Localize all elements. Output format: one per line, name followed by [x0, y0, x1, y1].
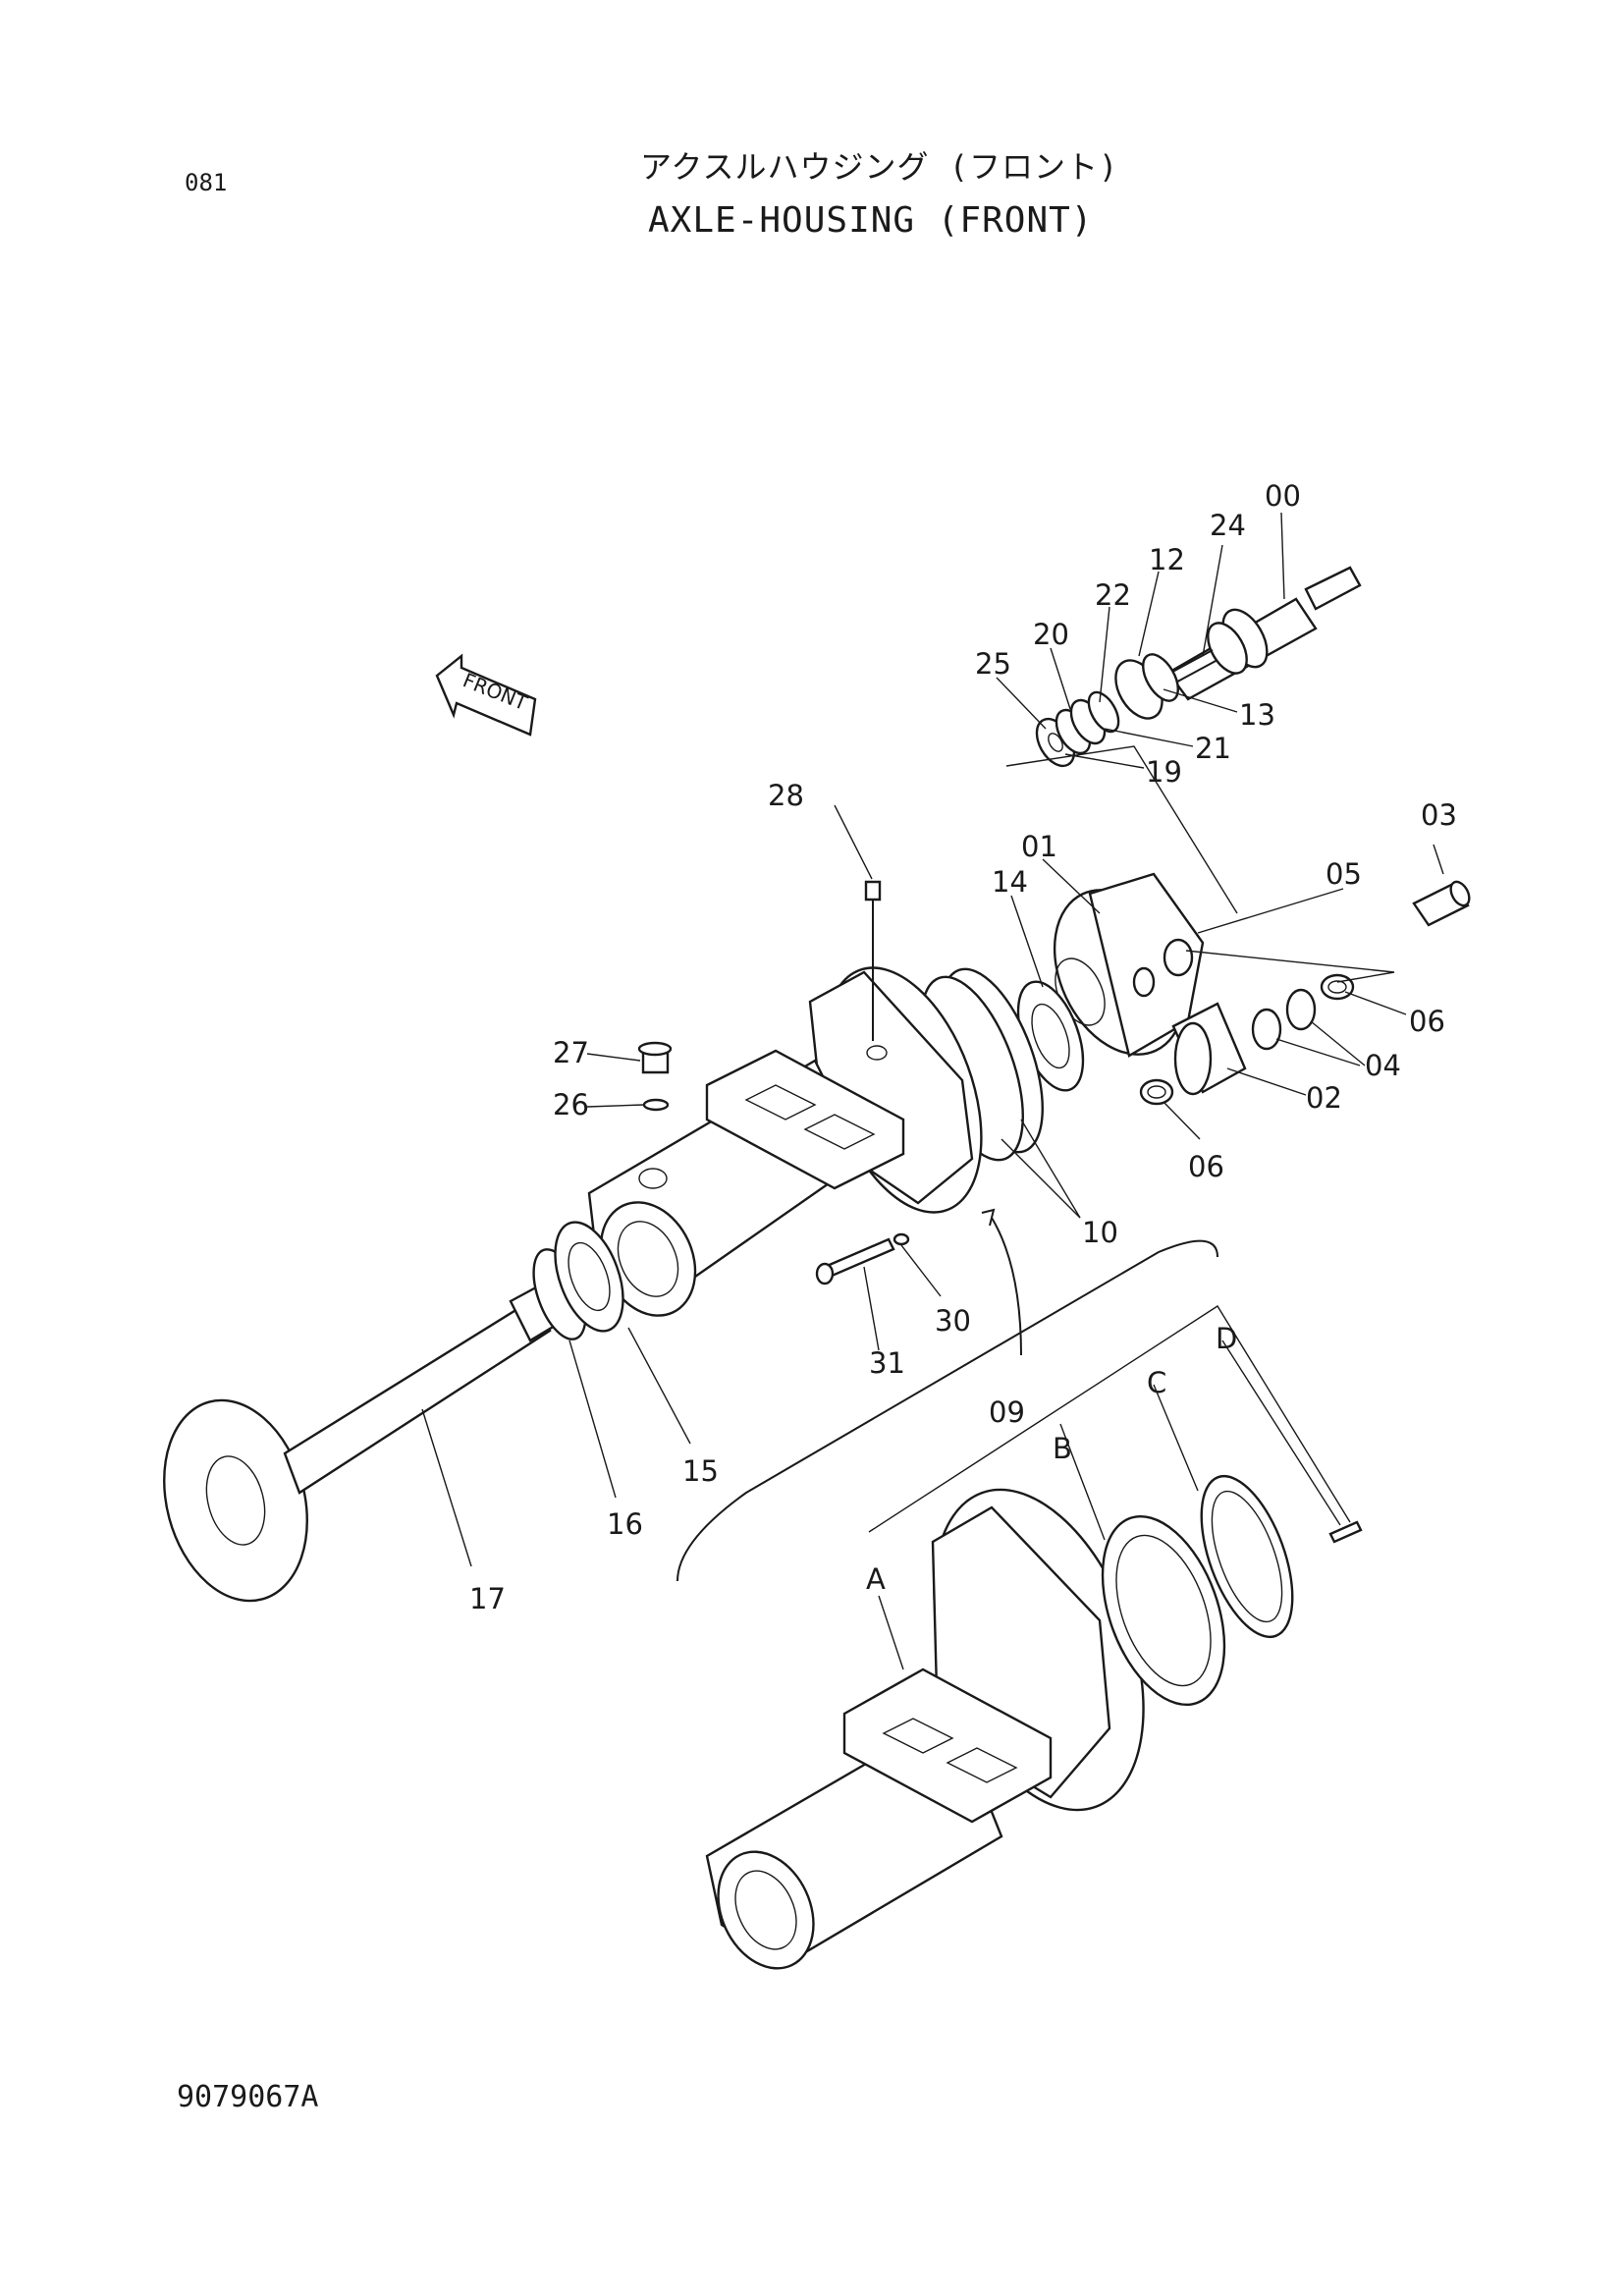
label-09: 09: [989, 1395, 1025, 1429]
title-english: AXLE-HOUSING (FRONT): [648, 200, 1094, 241]
label-27: 27: [553, 1036, 589, 1069]
label-03: 03: [1421, 798, 1457, 832]
assembly-arrow: [676, 1208, 1218, 1582]
front-arrow: FRONT: [435, 653, 537, 737]
label-05: 05: [1325, 857, 1362, 891]
label-25: 25: [975, 647, 1011, 681]
label-A: A: [866, 1562, 886, 1596]
label-12: 12: [1149, 543, 1185, 576]
label-06-upper: 06: [1409, 1005, 1445, 1038]
breather-part: [864, 880, 882, 1041]
part-labels: 00 24 12 22 20 25 13 21 19 28 03 01 05 1…: [469, 479, 1457, 1615]
pinion-shaft-part: [1128, 566, 1362, 706]
drawing-number: 9079067A: [177, 2080, 319, 2114]
axle-housing-part: [587, 966, 983, 1317]
shim-stack-part: [1035, 653, 1179, 768]
label-19: 19: [1146, 755, 1182, 789]
label-10: 10: [1082, 1216, 1118, 1249]
label-15: 15: [682, 1454, 719, 1488]
label-26: 26: [553, 1088, 589, 1121]
label-01: 01: [1021, 830, 1057, 863]
label-06-lower: 06: [1188, 1150, 1224, 1183]
label-02: 02: [1306, 1081, 1342, 1115]
leader-lines: [421, 512, 1444, 1670]
lower-housing-part: [705, 1474, 1363, 1970]
label-21: 21: [1195, 732, 1231, 765]
label-14: 14: [992, 865, 1028, 899]
pinion-gears-part: [1139, 973, 1355, 1106]
label-D: D: [1216, 1322, 1237, 1355]
label-22: 22: [1095, 578, 1131, 612]
label-04: 04: [1365, 1049, 1401, 1082]
label-C: C: [1147, 1366, 1166, 1399]
label-00: 00: [1265, 479, 1301, 513]
label-30: 30: [935, 1304, 971, 1338]
label-28: 28: [768, 779, 804, 812]
label-13: 13: [1239, 698, 1275, 732]
axle-shaft-part: [163, 1221, 624, 1603]
bolt-part: [815, 1232, 910, 1285]
label-20: 20: [1033, 618, 1069, 651]
label-B: B: [1053, 1432, 1072, 1465]
pin-part: [1412, 880, 1471, 927]
label-17: 17: [469, 1582, 506, 1615]
label-16: 16: [607, 1507, 643, 1541]
plug-part: [637, 1041, 673, 1112]
title-japanese: アクスルハウジング (フロント): [640, 148, 1119, 186]
differential-case-part: [1053, 872, 1205, 1058]
label-31: 31: [869, 1346, 905, 1380]
label-24: 24: [1210, 509, 1246, 542]
page-number: 081: [185, 169, 228, 196]
